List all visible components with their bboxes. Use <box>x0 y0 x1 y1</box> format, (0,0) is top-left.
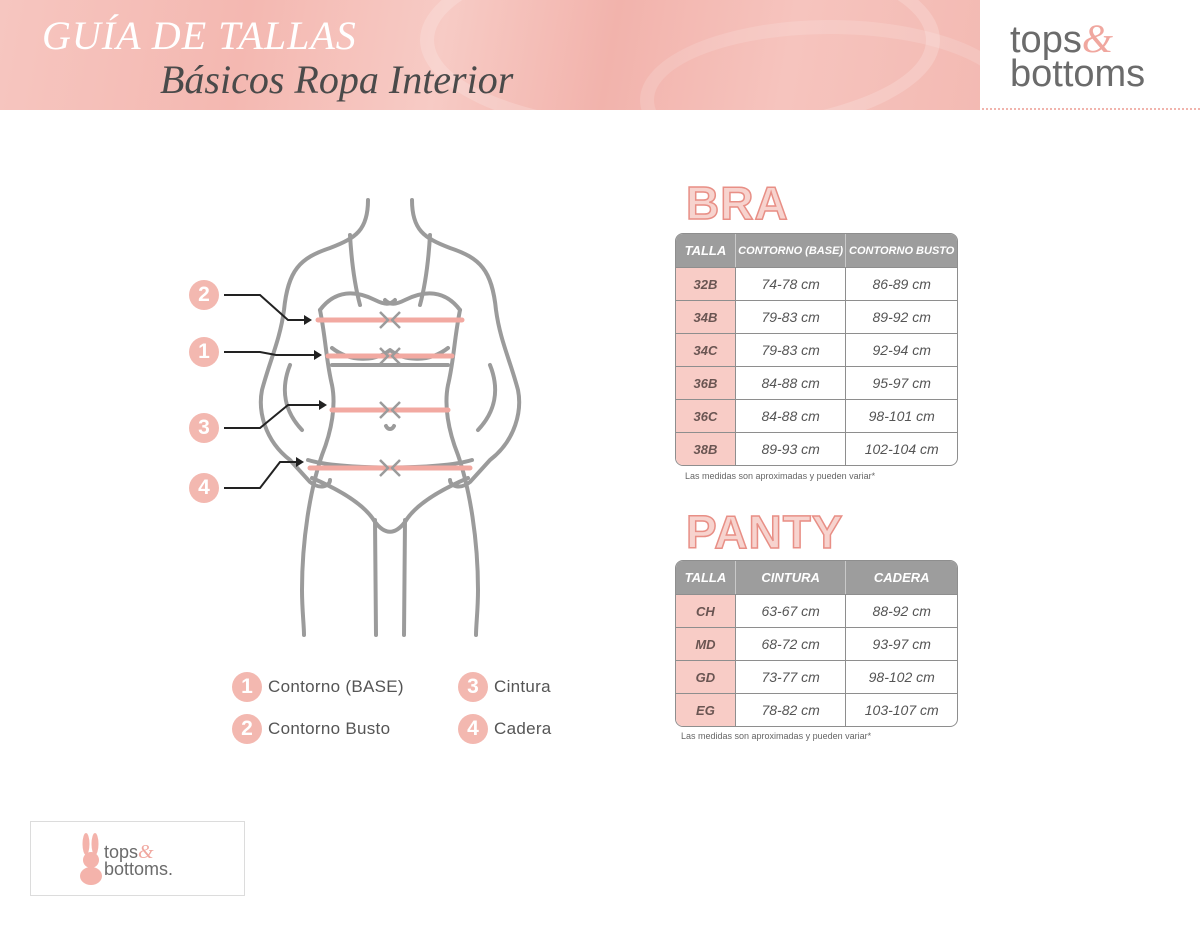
col-header-contorno-base: CONTORNO (BASE) <box>735 234 847 267</box>
table-row: 34C 79-83 cm 92-94 cm <box>676 333 957 366</box>
logo-word-bottoms: bottoms. <box>104 859 174 879</box>
size-cell: CH <box>676 594 736 627</box>
value-cell: 84-88 cm <box>735 366 847 399</box>
value-cell: 103-107 cm <box>846 693 957 726</box>
col-header-cintura: CINTURA <box>735 561 847 594</box>
panty-section-title: PANTY <box>685 505 844 559</box>
size-cell: 34C <box>676 333 736 366</box>
bra-footnote: Las medidas son aproximadas y pueden var… <box>685 471 876 481</box>
legend-item-4: 4 Cadera <box>458 714 552 744</box>
footer-brand-logo: tops& bottoms. <box>30 821 245 896</box>
panty-footnote: Las medidas son aproximadas y pueden var… <box>681 731 872 741</box>
value-cell: 79-83 cm <box>735 300 847 333</box>
legend-badge: 3 <box>458 672 488 702</box>
size-cell: 36C <box>676 399 736 432</box>
table-row: 34B 79-83 cm 89-92 cm <box>676 300 957 333</box>
value-cell: 86-89 cm <box>846 267 957 300</box>
page-title: GUÍA DE TALLAS <box>42 13 357 58</box>
table-row: GD 73-77 cm 98-102 cm <box>676 660 957 693</box>
table-row: EG 78-82 cm 103-107 cm <box>676 693 957 726</box>
size-cell: 38B <box>676 432 736 465</box>
col-header-talla: TALLA <box>676 234 736 267</box>
value-cell: 63-67 cm <box>735 594 847 627</box>
panty-size-table: TALLA CINTURA CADERA CH 63-67 cm 88-92 c… <box>675 560 958 727</box>
page-subtitle: Básicos Ropa Interior <box>160 57 514 102</box>
size-cell: GD <box>676 660 736 693</box>
table-header-row: TALLA CONTORNO (BASE) CONTORNO BUSTO <box>676 234 957 267</box>
value-cell: 78-82 cm <box>735 693 847 726</box>
marker-2-badge: 2 <box>189 280 219 310</box>
col-header-talla: TALLA <box>676 561 736 594</box>
legend-label: Cadera <box>494 719 552 738</box>
value-cell: 102-104 cm <box>846 432 957 465</box>
body-outline-illustration <box>224 198 522 637</box>
size-cell: MD <box>676 627 736 660</box>
bra-section-title: BRA <box>685 176 789 230</box>
logo-ampersand: & <box>138 841 154 863</box>
value-cell: 74-78 cm <box>735 267 847 300</box>
table-row: MD 68-72 cm 93-97 cm <box>676 627 957 660</box>
value-cell: 89-93 cm <box>735 432 847 465</box>
table-header-row: TALLA CINTURA CADERA <box>676 561 957 594</box>
logo-word-tops: tops <box>1010 19 1082 61</box>
legend-badge: 1 <box>232 672 262 702</box>
size-cell: EG <box>676 693 736 726</box>
legend-label: Cintura <box>494 677 551 696</box>
value-cell: 79-83 cm <box>735 333 847 366</box>
value-cell: 84-88 cm <box>735 399 847 432</box>
size-cell: 32B <box>676 267 736 300</box>
header-banner: GUÍA DE TALLAS Básicos Ropa Interior <box>0 0 980 110</box>
legend-badge: 2 <box>232 714 262 744</box>
col-header-cadera: CADERA <box>846 561 957 594</box>
value-cell: 98-102 cm <box>846 660 957 693</box>
table-row: 38B 89-93 cm 102-104 cm <box>676 432 957 465</box>
value-cell: 92-94 cm <box>846 333 957 366</box>
value-cell: 95-97 cm <box>846 366 957 399</box>
value-cell: 88-92 cm <box>846 594 957 627</box>
bra-size-table: TALLA CONTORNO (BASE) CONTORNO BUSTO 32B… <box>675 233 958 466</box>
size-cell: 34B <box>676 300 736 333</box>
legend-badge: 4 <box>458 714 488 744</box>
legend-item-2: 2 Contorno Busto <box>232 714 390 744</box>
legend-item-1: 1 Contorno (BASE) <box>232 672 404 702</box>
marker-3-badge: 3 <box>189 413 219 443</box>
logo-word-bottoms: bottoms <box>1010 53 1146 95</box>
bunny-icon <box>80 833 102 885</box>
value-cell: 68-72 cm <box>735 627 847 660</box>
value-cell: 89-92 cm <box>846 300 957 333</box>
legend-item-3: 3 Cintura <box>458 672 551 702</box>
brand-logo: tops& bottoms <box>982 0 1200 110</box>
value-cell: 98-101 cm <box>846 399 957 432</box>
marker-4-badge: 4 <box>189 473 219 503</box>
col-header-contorno-busto: CONTORNO BUSTO <box>846 234 957 267</box>
table-row: 32B 74-78 cm 86-89 cm <box>676 267 957 300</box>
value-cell: 73-77 cm <box>735 660 847 693</box>
table-row: CH 63-67 cm 88-92 cm <box>676 594 957 627</box>
logo-ampersand: & <box>1081 16 1113 61</box>
body-figure: 2 1 3 4 <box>180 190 580 650</box>
value-cell: 93-97 cm <box>846 627 957 660</box>
legend-label: Contorno (BASE) <box>268 677 404 696</box>
table-row: 36C 84-88 cm 98-101 cm <box>676 399 957 432</box>
size-cell: 36B <box>676 366 736 399</box>
logo-word-tops: tops <box>104 842 139 862</box>
legend-label: Contorno Busto <box>268 719 391 738</box>
marker-1-badge: 1 <box>189 337 219 367</box>
table-row: 36B 84-88 cm 95-97 cm <box>676 366 957 399</box>
